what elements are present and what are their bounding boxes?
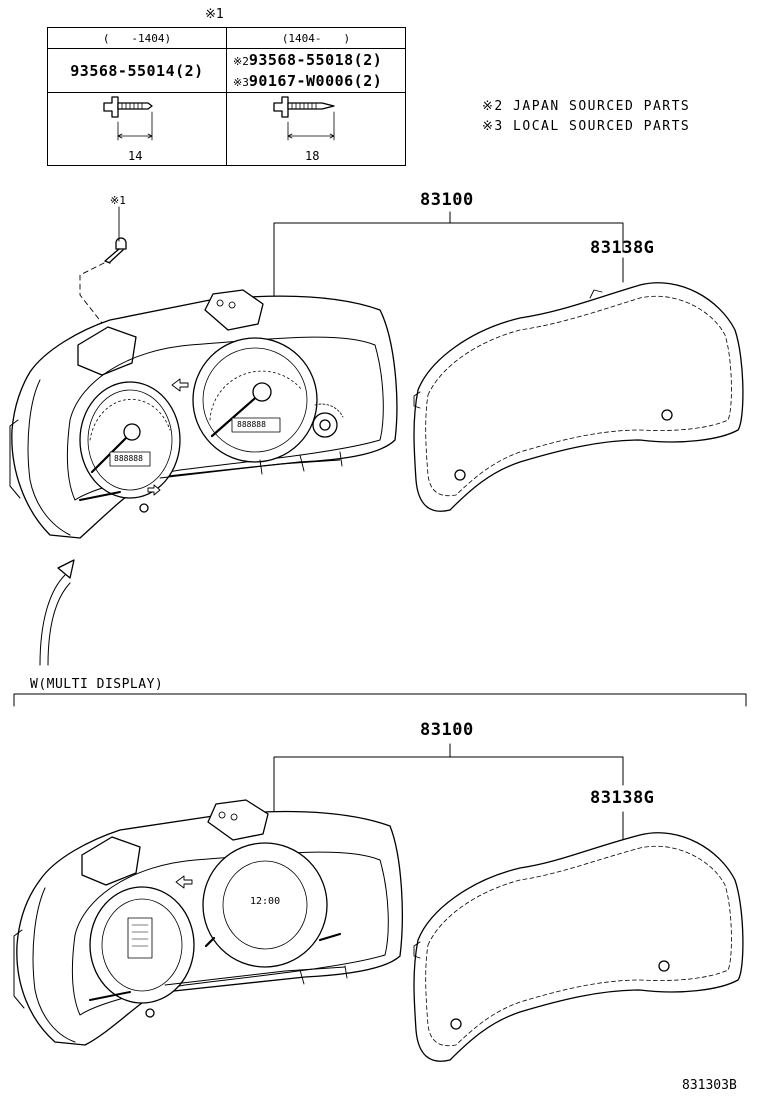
screw-icon — [104, 237, 127, 264]
screw-14-icon — [103, 96, 153, 141]
section-label: W(MULTI DISPLAY) — [30, 677, 164, 692]
screw-part-number-before: 93568-55014(2) — [70, 62, 204, 80]
lower-lens-part-number: 83138G — [590, 788, 655, 808]
screw-18-icon — [273, 96, 335, 141]
upper-trip-display: 888888 — [114, 454, 143, 463]
lower-cluster-assy-icon — [13, 799, 403, 1046]
screw-length-14: 14 — [128, 149, 143, 163]
upper-cluster-assy-icon — [9, 289, 398, 539]
arrow-icon — [39, 559, 75, 666]
upper-lens-icon — [413, 282, 744, 512]
screw-callout-mark: ※1 — [110, 194, 126, 207]
screw-part-number-local: 90167-W0006(2) — [248, 71, 383, 90]
table-header-mark: ※1 — [205, 7, 224, 22]
upper-odo-display: 888888 — [237, 420, 266, 429]
local-mark: ※3 — [233, 75, 249, 89]
upper-assy-part-number: 83100 — [420, 190, 474, 210]
note-local-sourced: ※3 LOCAL SOURCED PARTS — [482, 119, 691, 134]
lower-assy-part-number: 83100 — [420, 720, 474, 740]
screw-part-number-japan: 93568-55018(2) — [248, 50, 383, 69]
note-japan-sourced: ※2 JAPAN SOURCED PARTS — [482, 99, 691, 114]
part-cell-after: ※293568-55018(2) ※390167-W0006(2) — [226, 48, 406, 93]
diagram-id: 831303B — [682, 1078, 737, 1093]
screw-length-18: 18 — [305, 149, 320, 163]
lower-clock-display: 12:00 — [250, 896, 281, 907]
lower-lens-icon — [413, 832, 744, 1062]
upper-lens-part-number: 83138G — [590, 238, 655, 258]
japan-mark: ※2 — [233, 54, 249, 68]
